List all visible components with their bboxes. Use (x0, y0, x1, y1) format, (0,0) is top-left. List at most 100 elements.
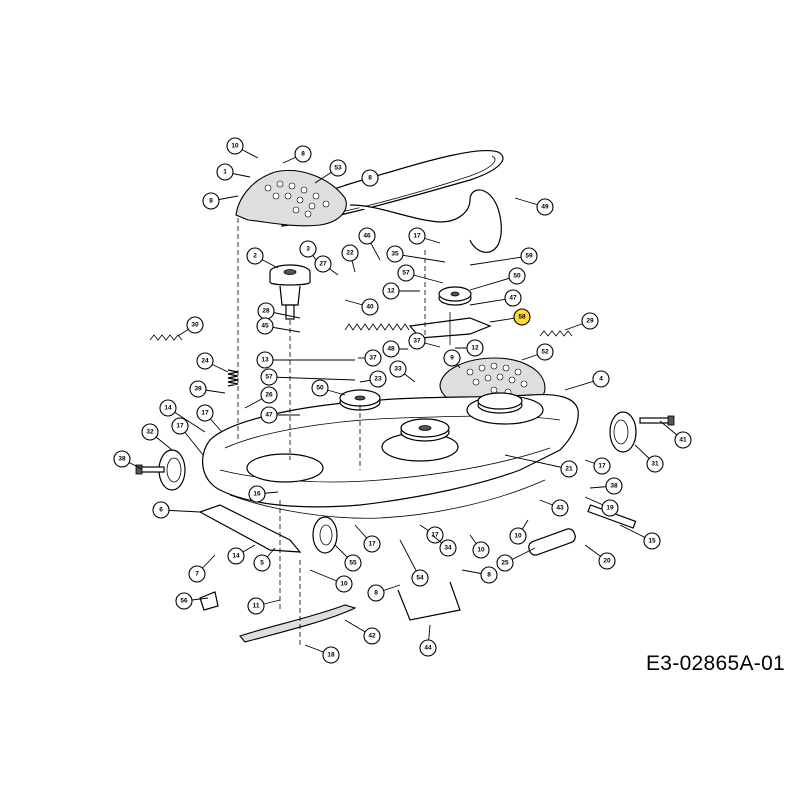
callout-c37b: 37 (358, 349, 382, 367)
callout-label: 42 (368, 633, 376, 640)
drawing-code: E3-02865A-01 (646, 652, 786, 675)
callout-ring (226, 137, 244, 155)
callout-ring (186, 316, 204, 334)
callout-ring (581, 312, 599, 330)
callout-ring (363, 535, 381, 553)
callout-ring (260, 368, 278, 386)
callout-label: 17 (413, 233, 421, 240)
callout-label: 56 (180, 598, 188, 605)
callout-ring (311, 379, 329, 397)
callout-label: 14 (232, 553, 240, 560)
callout-label: 17 (176, 423, 184, 430)
callout-ring (386, 245, 404, 263)
bolt-41 (639, 415, 675, 426)
callout-ring (364, 349, 382, 367)
spring-30 (149, 334, 183, 341)
callout-label: 28 (262, 308, 270, 315)
callout-c8e: 8 (367, 584, 401, 602)
callout-label: 8 (487, 572, 491, 579)
callout-label: 13 (261, 357, 269, 364)
callout-leader (268, 376, 356, 381)
left-spindle (269, 264, 311, 320)
callout-label: 31 (651, 461, 659, 468)
callout-c11: 11 (247, 597, 281, 615)
callout-label: 18 (327, 652, 335, 659)
callout-c34: 34 (431, 534, 457, 557)
callout-c49: 49 (514, 197, 554, 216)
callout-label: 12 (387, 288, 395, 295)
callout-label: 53 (334, 165, 342, 172)
callout-ring (260, 406, 278, 424)
callout-label: 27 (319, 261, 327, 268)
callout-ring (202, 192, 220, 210)
assembly-axes (237, 218, 426, 645)
callout-label: 38 (118, 456, 126, 463)
callout-ring (294, 145, 312, 163)
callout-c44: 44 (419, 624, 437, 657)
callout-ring (496, 554, 514, 572)
callout-label: 9 (450, 355, 454, 362)
callout-ring (419, 639, 437, 657)
callout-label: 10 (340, 581, 348, 588)
callout-c20: 20 (584, 544, 616, 570)
deck-housing (202, 393, 579, 519)
callout-label: 1 (223, 169, 227, 176)
callout-ring (472, 541, 490, 559)
callout-label: 25 (501, 560, 509, 567)
callout-label: 41 (679, 437, 687, 444)
callout-label: 6 (159, 507, 163, 514)
callout-c14a: 14 (159, 399, 206, 433)
callout-label: 37 (413, 338, 421, 345)
callout-c39: 39 (189, 380, 226, 398)
spring-24 (227, 369, 239, 387)
gauge-wheel-front (312, 516, 338, 554)
callout-label: 33 (394, 366, 402, 373)
callout-label: 29 (586, 318, 594, 325)
callout-c29: 29 (564, 312, 599, 331)
callout-c4: 4 (564, 370, 610, 391)
callout-ring (196, 404, 214, 422)
callout-c15: 15 (619, 524, 661, 550)
callout-ring (247, 597, 265, 615)
callout-c40: 40 (344, 298, 379, 316)
callout-label: 17 (598, 463, 606, 470)
callout-ring (605, 477, 623, 495)
callout-label: 5 (260, 560, 264, 567)
callout-ring (322, 646, 340, 664)
callout-ring (643, 532, 661, 550)
callout-label: 21 (565, 466, 573, 473)
callout-label: 50 (513, 273, 521, 280)
callout-label: 47 (265, 412, 273, 419)
callout-ring (646, 455, 664, 473)
callout-c55: 55 (334, 544, 362, 572)
callout-label: 54 (416, 575, 424, 582)
callout-label: 34 (444, 545, 452, 552)
callout-label: 57 (265, 374, 273, 381)
callout-label: 40 (366, 304, 374, 311)
callout-ring (189, 380, 207, 398)
callout-label: 8 (209, 198, 213, 205)
callout-c2: 2 (246, 247, 279, 269)
callout-c45: 45 (256, 317, 301, 335)
callout-label: 30 (191, 322, 199, 329)
callout-ring (443, 349, 461, 367)
callout-leader (469, 255, 530, 266)
callout-label: 24 (201, 358, 209, 365)
callout-c17b: 17 (196, 404, 223, 433)
callout-ring (439, 539, 457, 557)
callout-c47b: 47 (260, 406, 300, 424)
callout-ring (389, 360, 407, 378)
callout-ring (520, 247, 538, 265)
callout-c12b: 12 (455, 339, 484, 357)
callout-c32: 32 (141, 423, 173, 451)
callout-label: 58 (518, 314, 526, 321)
callout-c13: 13 (256, 351, 355, 369)
front-baffle (198, 504, 302, 553)
callout-c5: 5 (253, 547, 276, 572)
callout-c16a: 16 (248, 485, 279, 503)
callout-ring (367, 584, 385, 602)
mower-blade (239, 604, 357, 643)
callout-ring (397, 264, 415, 282)
callout-ring (248, 485, 266, 503)
